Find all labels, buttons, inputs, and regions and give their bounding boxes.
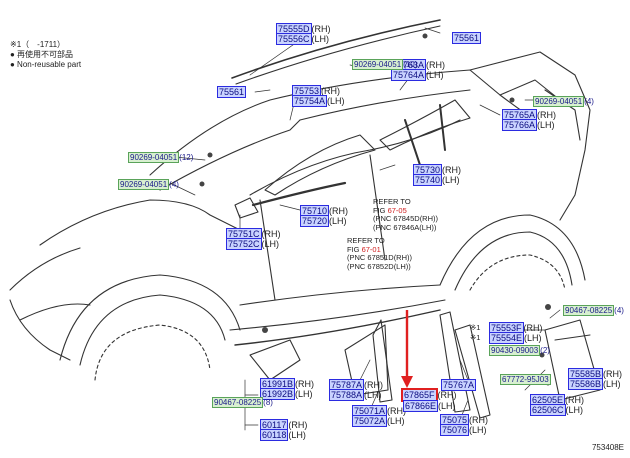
bolt-label[interactable]: 90467-08225(4)	[563, 305, 624, 316]
part-label[interactable]: 62505E(RH)	[530, 394, 585, 406]
bolt-label[interactable]: 90467-08225(8)	[212, 397, 273, 408]
part-label[interactable]: 75554E(LH)	[489, 332, 542, 344]
part-label[interactable]: 75586B(LH)	[568, 378, 621, 390]
part-label[interactable]: 75764A(LH)	[391, 69, 444, 81]
part-label[interactable]: 62506C(LH)	[530, 404, 584, 416]
part-label[interactable]: 75730(RH)	[413, 164, 462, 176]
bolt-label[interactable]: 90269-04051(10)	[352, 59, 418, 70]
reference-note-1: REFER TO FIG 67-05 (PNC 67845D(RH)) (PNC…	[373, 197, 439, 232]
part-label[interactable]: 75767A	[441, 379, 477, 391]
reference-link-1[interactable]: 67-05	[387, 205, 407, 215]
part-label[interactable]: 75720(LH)	[300, 215, 347, 227]
part-label[interactable]: 75072A(LH)	[352, 415, 405, 427]
reference-link-2[interactable]: 67-01	[361, 244, 381, 254]
legend-note-3: ● Non-reusable part	[10, 60, 82, 69]
part-label[interactable]: 75556C(LH)	[276, 33, 330, 45]
part-label[interactable]: 75753(RH)	[292, 85, 341, 97]
note-marker: ※1	[470, 323, 481, 332]
part-label[interactable]: 75787A(RH)	[329, 379, 384, 391]
part-label[interactable]: 75561	[452, 32, 482, 44]
legend: ※1（ -1711） ● 再使用不可部品 ● Non-reusable part	[10, 40, 81, 70]
bolt-label[interactable]: 90430-09003(2)	[489, 345, 550, 356]
part-label[interactable]: 75710(RH)	[300, 205, 349, 217]
part-label[interactable]: 75788A(LH)	[329, 389, 382, 401]
part-label[interactable]: 75561	[217, 86, 247, 98]
legend-note-1: ※1（ -1711）	[10, 40, 66, 49]
highlighted-part-label[interactable]: 67865F(RH)	[401, 388, 457, 402]
part-label[interactable]: 75076(LH)	[440, 424, 487, 436]
part-label[interactable]: 75766A(LH)	[502, 119, 555, 131]
part-label[interactable]: 75765A(RH)	[502, 109, 557, 121]
legend-note-2: ● 再使用不可部品	[10, 50, 74, 59]
part-label[interactable]: 75751C(RH)	[226, 228, 281, 240]
part-label[interactable]: 61992B(LH)	[260, 388, 313, 400]
part-label[interactable]: 67866E(LH)	[403, 400, 456, 412]
part-label[interactable]: 60117(RH)	[260, 419, 308, 431]
part-label[interactable]: 61991B(RH)	[260, 378, 315, 390]
bolt-label[interactable]: 90269-04051(4)	[533, 96, 594, 107]
part-label[interactable]: 75071A(RH)	[352, 405, 407, 417]
part-label[interactable]: 75740(LH)	[413, 174, 460, 186]
part-label[interactable]: 75553F(RH)	[489, 322, 543, 334]
reference-note-2: REFER TO FIG 67-01 (PNC 67851D(RH)) (PNC…	[347, 236, 413, 271]
part-label[interactable]: 60118(LH)	[260, 429, 306, 441]
bolt-label[interactable]: 67772-95J03	[500, 374, 551, 385]
part-label[interactable]: 75555D(RH)	[276, 23, 331, 35]
highlight-arrow	[401, 310, 413, 388]
note-marker: ※1	[470, 333, 481, 342]
bolt-label[interactable]: 90269-04051(4)	[118, 179, 179, 190]
part-label[interactable]: 75075(RH)	[440, 414, 489, 426]
bolt-label[interactable]: 90269-04051(12)	[128, 152, 194, 163]
part-label[interactable]: 75585B(RH)	[568, 368, 623, 380]
diagram-id: 753408E	[591, 443, 624, 452]
part-label[interactable]: 75752C(LH)	[226, 238, 280, 250]
part-label[interactable]: 75754A(LH)	[292, 95, 345, 107]
